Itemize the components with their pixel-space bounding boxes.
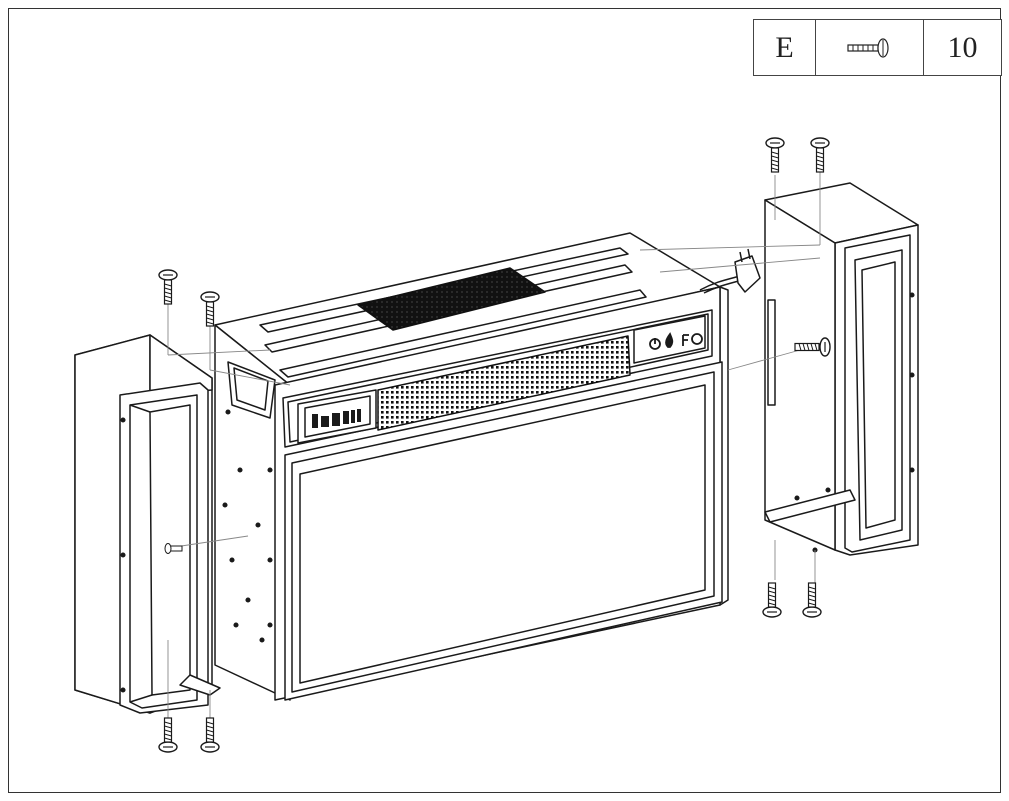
legend-quantity-cell: 10 (924, 20, 1001, 75)
screw-icon (802, 582, 822, 618)
screw-icon (158, 269, 178, 305)
screw-icon (846, 37, 889, 58)
left-side-trim-panel (74, 334, 221, 714)
screw-icon (158, 717, 178, 753)
screw-icon (200, 717, 220, 753)
drawing-frame (8, 8, 1001, 793)
part-quantity: 10 (947, 30, 978, 64)
flame-icon (665, 332, 674, 348)
screws (158, 137, 831, 753)
legend-letter-cell: E (754, 20, 816, 75)
screw-icon (762, 582, 782, 618)
legend-icon-cell (816, 20, 924, 75)
screw-icon (810, 137, 830, 173)
part-letter: E (775, 30, 794, 64)
power-plug (699, 248, 761, 294)
power-icon (649, 338, 661, 350)
fireplace-insert-body (214, 232, 729, 701)
alignment-lines (167, 170, 821, 720)
control-buttons (649, 332, 703, 350)
right-side-trim-panel (764, 182, 919, 556)
parts-legend: E 10 (753, 19, 1002, 76)
screw-icon (765, 137, 785, 173)
screw-icon (200, 291, 220, 327)
brand-logo (312, 409, 361, 428)
screw-icon (164, 543, 183, 554)
fan-icon (682, 333, 703, 346)
